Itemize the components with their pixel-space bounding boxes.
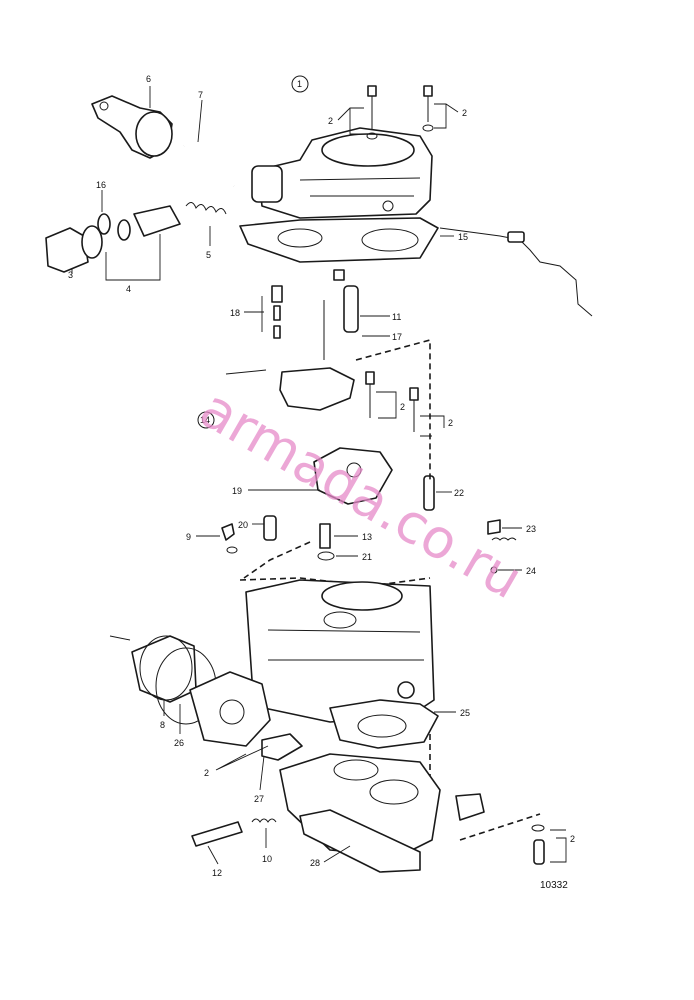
fuel-inlet-parts bbox=[45, 202, 227, 273]
top-bolts bbox=[366, 85, 434, 140]
callout-label: 2 bbox=[328, 116, 333, 126]
callout-label: 21 bbox=[362, 552, 372, 562]
pump-housing bbox=[313, 447, 435, 511]
callout-label: 22 bbox=[454, 488, 464, 498]
callout-label: 6 bbox=[146, 74, 151, 84]
group-marker-label: 1 bbox=[297, 79, 302, 89]
base-gasket bbox=[329, 699, 439, 749]
callout-label: 24 bbox=[526, 566, 536, 576]
callout-label: 28 bbox=[310, 858, 320, 868]
callout-label: 10 bbox=[262, 854, 272, 864]
bottom-bolt bbox=[531, 824, 545, 865]
figure-number: 10332 bbox=[540, 880, 568, 891]
group-marker-label: 14 bbox=[200, 415, 210, 425]
diaphragm-cover bbox=[109, 635, 271, 747]
callout-label: 2 bbox=[462, 108, 467, 118]
group-marker-14: 14 bbox=[197, 411, 215, 429]
leader-lines bbox=[71, 86, 567, 865]
callout-label: 17 bbox=[392, 332, 402, 342]
callout-label: 5 bbox=[206, 250, 211, 260]
callout-label: 23 bbox=[526, 524, 536, 534]
callout-label: 12 bbox=[212, 868, 222, 878]
callout-label: 16 bbox=[96, 180, 106, 190]
choke-cable bbox=[439, 227, 593, 317]
callout-label: 18 bbox=[230, 308, 240, 318]
accelerator-pump-spring bbox=[323, 269, 359, 360]
needle-valve bbox=[271, 285, 283, 339]
callout-label: 15 bbox=[458, 232, 468, 242]
callout-label: 8 bbox=[160, 720, 165, 730]
vacuum-hose bbox=[183, 142, 236, 187]
top-cover bbox=[251, 127, 433, 219]
group-marker-1: 1 bbox=[291, 75, 309, 93]
callout-label: 13 bbox=[362, 532, 372, 542]
throttle-body bbox=[261, 733, 485, 873]
mid-bolts bbox=[365, 371, 419, 432]
callout-label: 26 bbox=[174, 738, 184, 748]
callout-label: 11 bbox=[392, 312, 401, 322]
callout-label: 19 bbox=[232, 486, 242, 496]
callout-label: 2 bbox=[204, 768, 209, 778]
top-gasket bbox=[239, 217, 439, 263]
callout-label: 27 bbox=[254, 794, 264, 804]
callout-label: 2 bbox=[570, 834, 575, 844]
callout-label: 4 bbox=[126, 284, 131, 294]
float bbox=[225, 367, 355, 411]
callout-label: 2 bbox=[400, 402, 405, 412]
small-parts-mid bbox=[221, 515, 517, 574]
choke-diaphragm-unit bbox=[91, 95, 173, 159]
callout-label: 3 bbox=[68, 270, 73, 280]
callout-labels: 6 7 2 2 16 3 4 5 15 18 11 17 2 2 19 22 2… bbox=[68, 74, 575, 878]
callout-label: 25 bbox=[460, 708, 470, 718]
callout-label: 20 bbox=[238, 520, 248, 530]
callout-label: 9 bbox=[186, 532, 191, 542]
idle-screw bbox=[191, 818, 277, 847]
callout-label: 2 bbox=[448, 418, 453, 428]
callout-label: 7 bbox=[198, 90, 203, 100]
carburetor-body bbox=[245, 579, 435, 723]
